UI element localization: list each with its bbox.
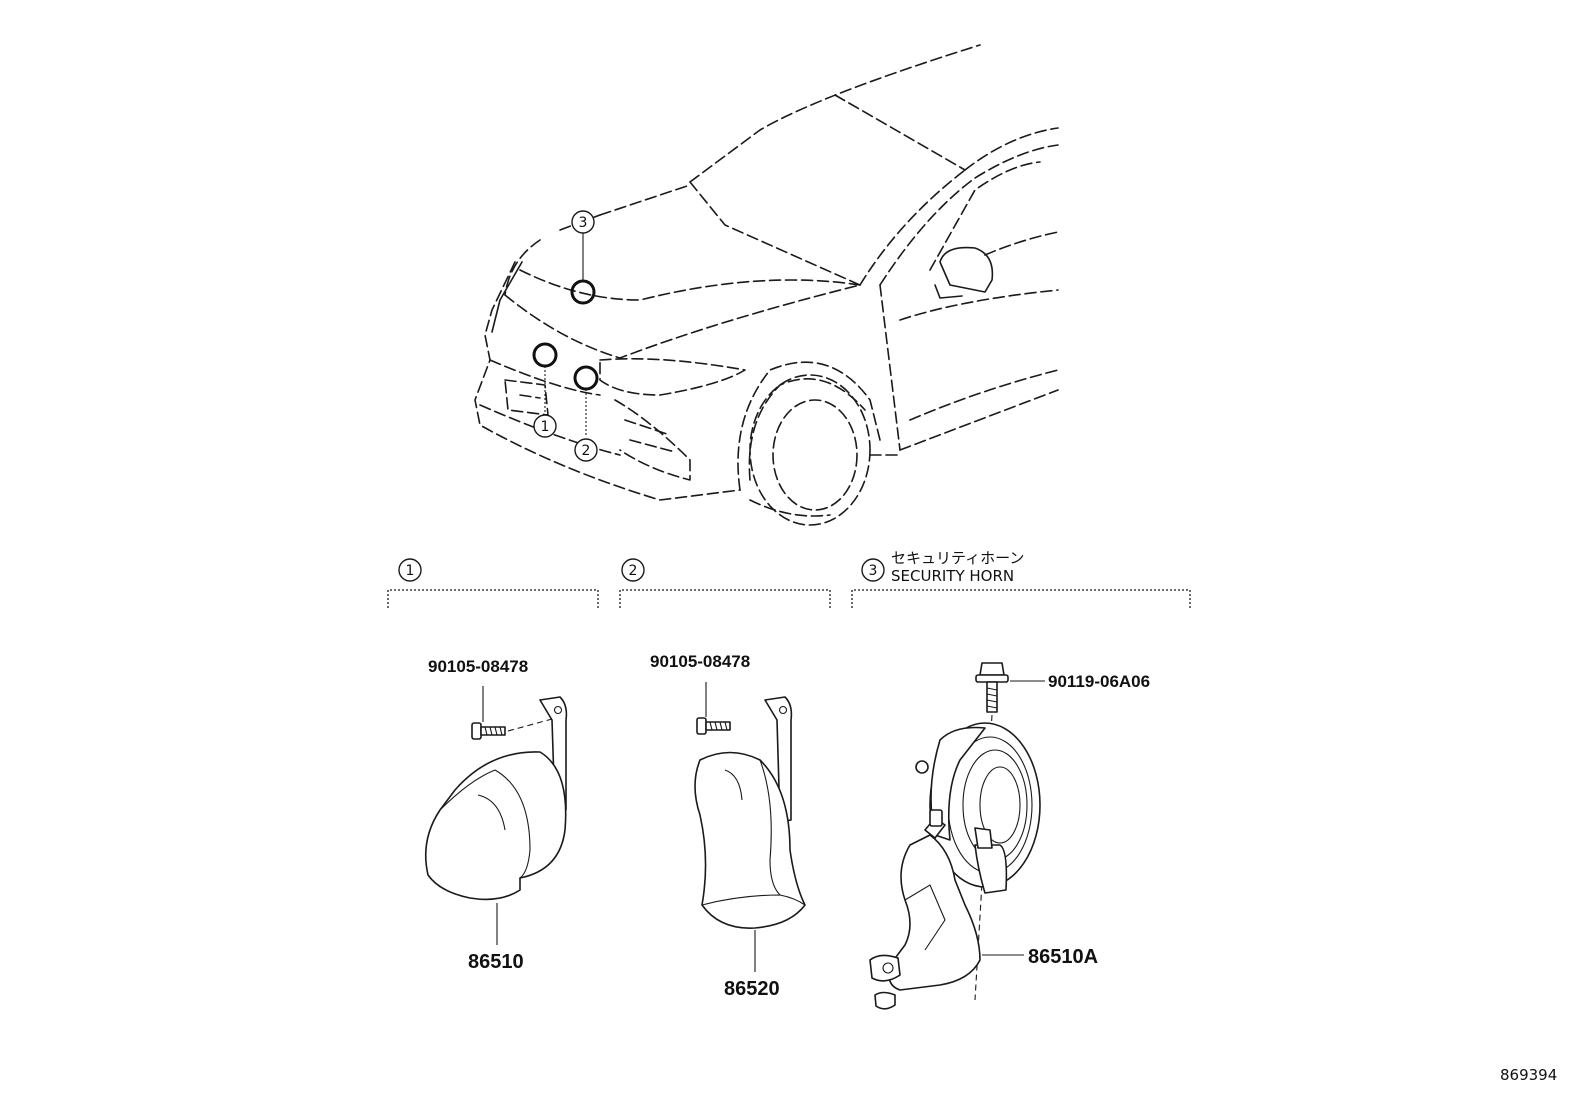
car-callout-1: 1 <box>533 414 557 438</box>
section-3-title-en: SECURITY HORN <box>891 567 1014 585</box>
horn-location-1-marker <box>532 342 558 368</box>
bolt-90105-08478-2 <box>696 682 731 735</box>
horn-86510-assembly: 90105-08478 86510 <box>424 657 568 973</box>
section-2-bracket <box>619 589 831 608</box>
horn-86520-assembly: 90105-08478 86520 <box>650 652 806 1000</box>
horn-location-3-marker <box>570 279 596 305</box>
car-front-illustration: 3 1 2 <box>474 44 1059 526</box>
horn-location-2-marker <box>573 365 599 391</box>
part-number-bolt-1: 90105-08478 <box>428 657 528 676</box>
section-2-number: 2 <box>629 563 638 579</box>
section-3-header: 3 セキュリティホーン SECURITY HORN <box>851 549 1191 608</box>
part-number-horn-86510: 86510 <box>468 951 524 973</box>
part-number-bolt-3: 90119-06A06 <box>1048 672 1150 691</box>
car-callout-2-number: 2 <box>582 443 591 459</box>
diagram-id: 869394 <box>1500 1066 1557 1084</box>
car-callout-2: 2 <box>574 438 598 462</box>
section-3-bracket <box>851 589 1191 608</box>
section-1-number: 1 <box>406 563 415 579</box>
section-1-bracket <box>387 589 599 608</box>
car-callout-3-number: 3 <box>579 215 588 231</box>
car-callout-3: 3 <box>571 210 595 234</box>
section-1-header: 1 <box>387 558 599 608</box>
section-3-number: 3 <box>869 563 878 579</box>
section-2-header: 2 <box>619 558 831 608</box>
bolt-90105-08478-1 <box>471 686 553 740</box>
section-3-title-jp: セキュリティホーン <box>891 549 1024 567</box>
part-number-horn-86510A: 86510A <box>1028 946 1098 968</box>
part-number-horn-86520: 86520 <box>724 978 780 1000</box>
part-number-bolt-2: 90105-08478 <box>650 652 750 671</box>
car-callout-1-number: 1 <box>541 419 550 435</box>
horn-86510A-assembly: 90119-06A06 86510A <box>869 662 1150 1010</box>
